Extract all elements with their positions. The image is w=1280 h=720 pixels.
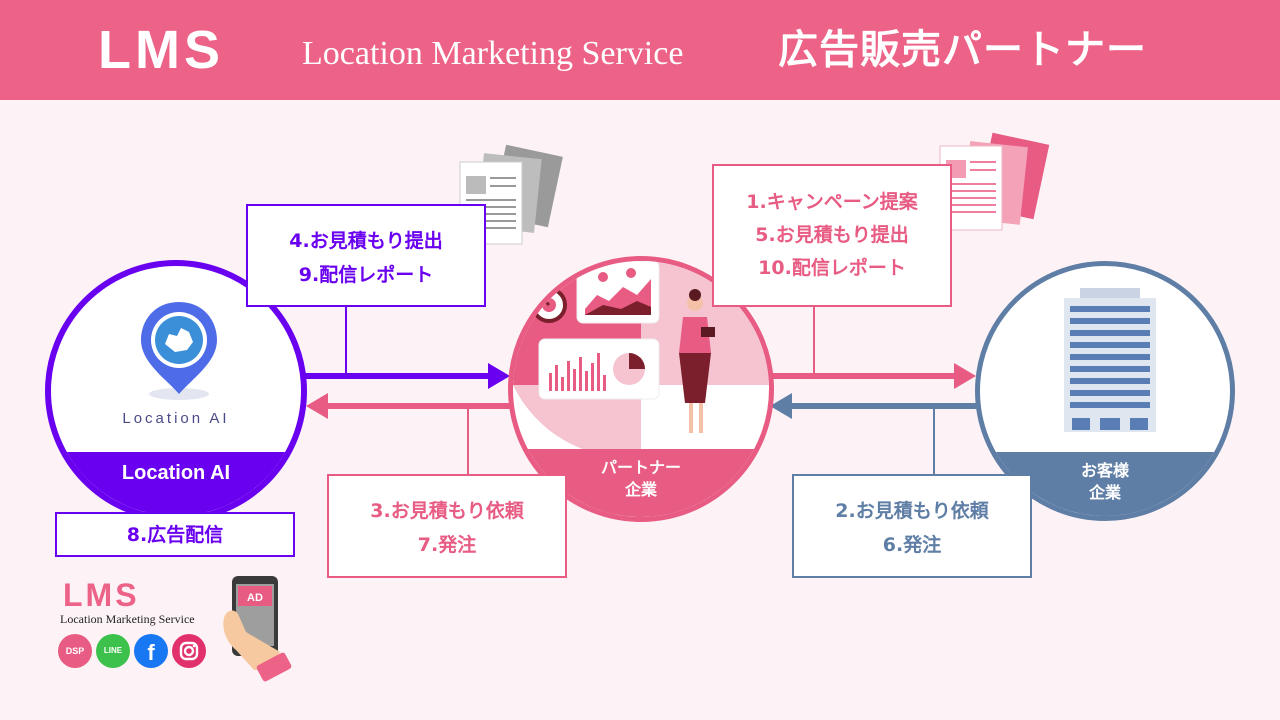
lms-footer-logo: LMS <box>63 577 140 613</box>
partner-label-line2: 企業 <box>624 480 657 499</box>
phone-ad-label: AD <box>247 592 263 604</box>
step-text: 9.配信レポート <box>298 264 434 286</box>
arrow-from-client-head <box>770 393 792 419</box>
arrow-to-client-head <box>954 363 976 389</box>
step-text: 4.お見積もり提出 <box>289 230 443 252</box>
step-text: 10.配信レポート <box>758 257 906 279</box>
lms-footer-logo-subtitle: Location Marketing Service <box>60 612 195 626</box>
lms-logo: LMS <box>98 20 224 80</box>
instagram-icon <box>172 634 206 668</box>
facebook-icon: f <box>134 634 168 668</box>
step-text: 7.発注 <box>417 534 477 556</box>
step-box-proposal-to-client: 1.キャンペーン提案 5.お見積もり提出 10.配信レポート <box>712 164 952 307</box>
step-box-ad-delivery: 8.広告配信 <box>55 512 295 557</box>
arrow-to-lai-shaft <box>326 403 512 409</box>
step-text: 5.お見積もり提出 <box>755 224 909 246</box>
lms-logo-subtitle: Location Marketing Service <box>302 35 684 72</box>
map-pin-icon <box>141 302 217 400</box>
step-text: 2.お見積もり依頼 <box>835 500 989 522</box>
arrow-to-partner-head <box>488 363 510 389</box>
arrow-to-partner-shaft <box>300 373 490 379</box>
step-box-client-request: 2.お見積もり依頼 6.発注 <box>792 474 1032 578</box>
step-text: 3.お見積もり依頼 <box>370 500 524 522</box>
step-box-partner-request: 3.お見積もり依頼 7.発注 <box>327 474 567 578</box>
step-text: 8.広告配信 <box>126 524 224 546</box>
arrow-to-client-shaft <box>768 373 956 379</box>
step-box-estimate-report-to-lai: 4.お見積もり提出 9.配信レポート <box>246 204 486 307</box>
document-icon-pink <box>939 132 1050 231</box>
client-label-line1: お客様 <box>1080 461 1129 480</box>
client-label-line2: 企業 <box>1088 483 1121 502</box>
line-icon: LINE <box>96 634 130 668</box>
marketing-analytics-illustration <box>513 261 769 457</box>
partner-node: パートナー 企業 <box>508 256 774 522</box>
partner-label-line1: パートナー <box>600 458 681 477</box>
header-bar: LMS Location Marketing Service 広告販売パートナー <box>0 0 1280 100</box>
step-text: 6.発注 <box>882 534 942 556</box>
office-building-icon <box>1064 288 1156 432</box>
arrow-from-client-shaft <box>790 403 978 409</box>
arrow-to-lai-head <box>306 393 328 419</box>
page-title: 広告販売パートナー <box>778 27 1147 73</box>
smartphone-ad-icon: AD <box>223 576 292 682</box>
dsp-icon: DSP <box>58 634 92 668</box>
step-text: 1.キャンペーン提案 <box>746 191 918 213</box>
location-ai-label: Location AI <box>51 452 301 516</box>
document-icon-gray <box>459 144 563 245</box>
location-ai-logo-text: Location AI <box>122 410 230 427</box>
